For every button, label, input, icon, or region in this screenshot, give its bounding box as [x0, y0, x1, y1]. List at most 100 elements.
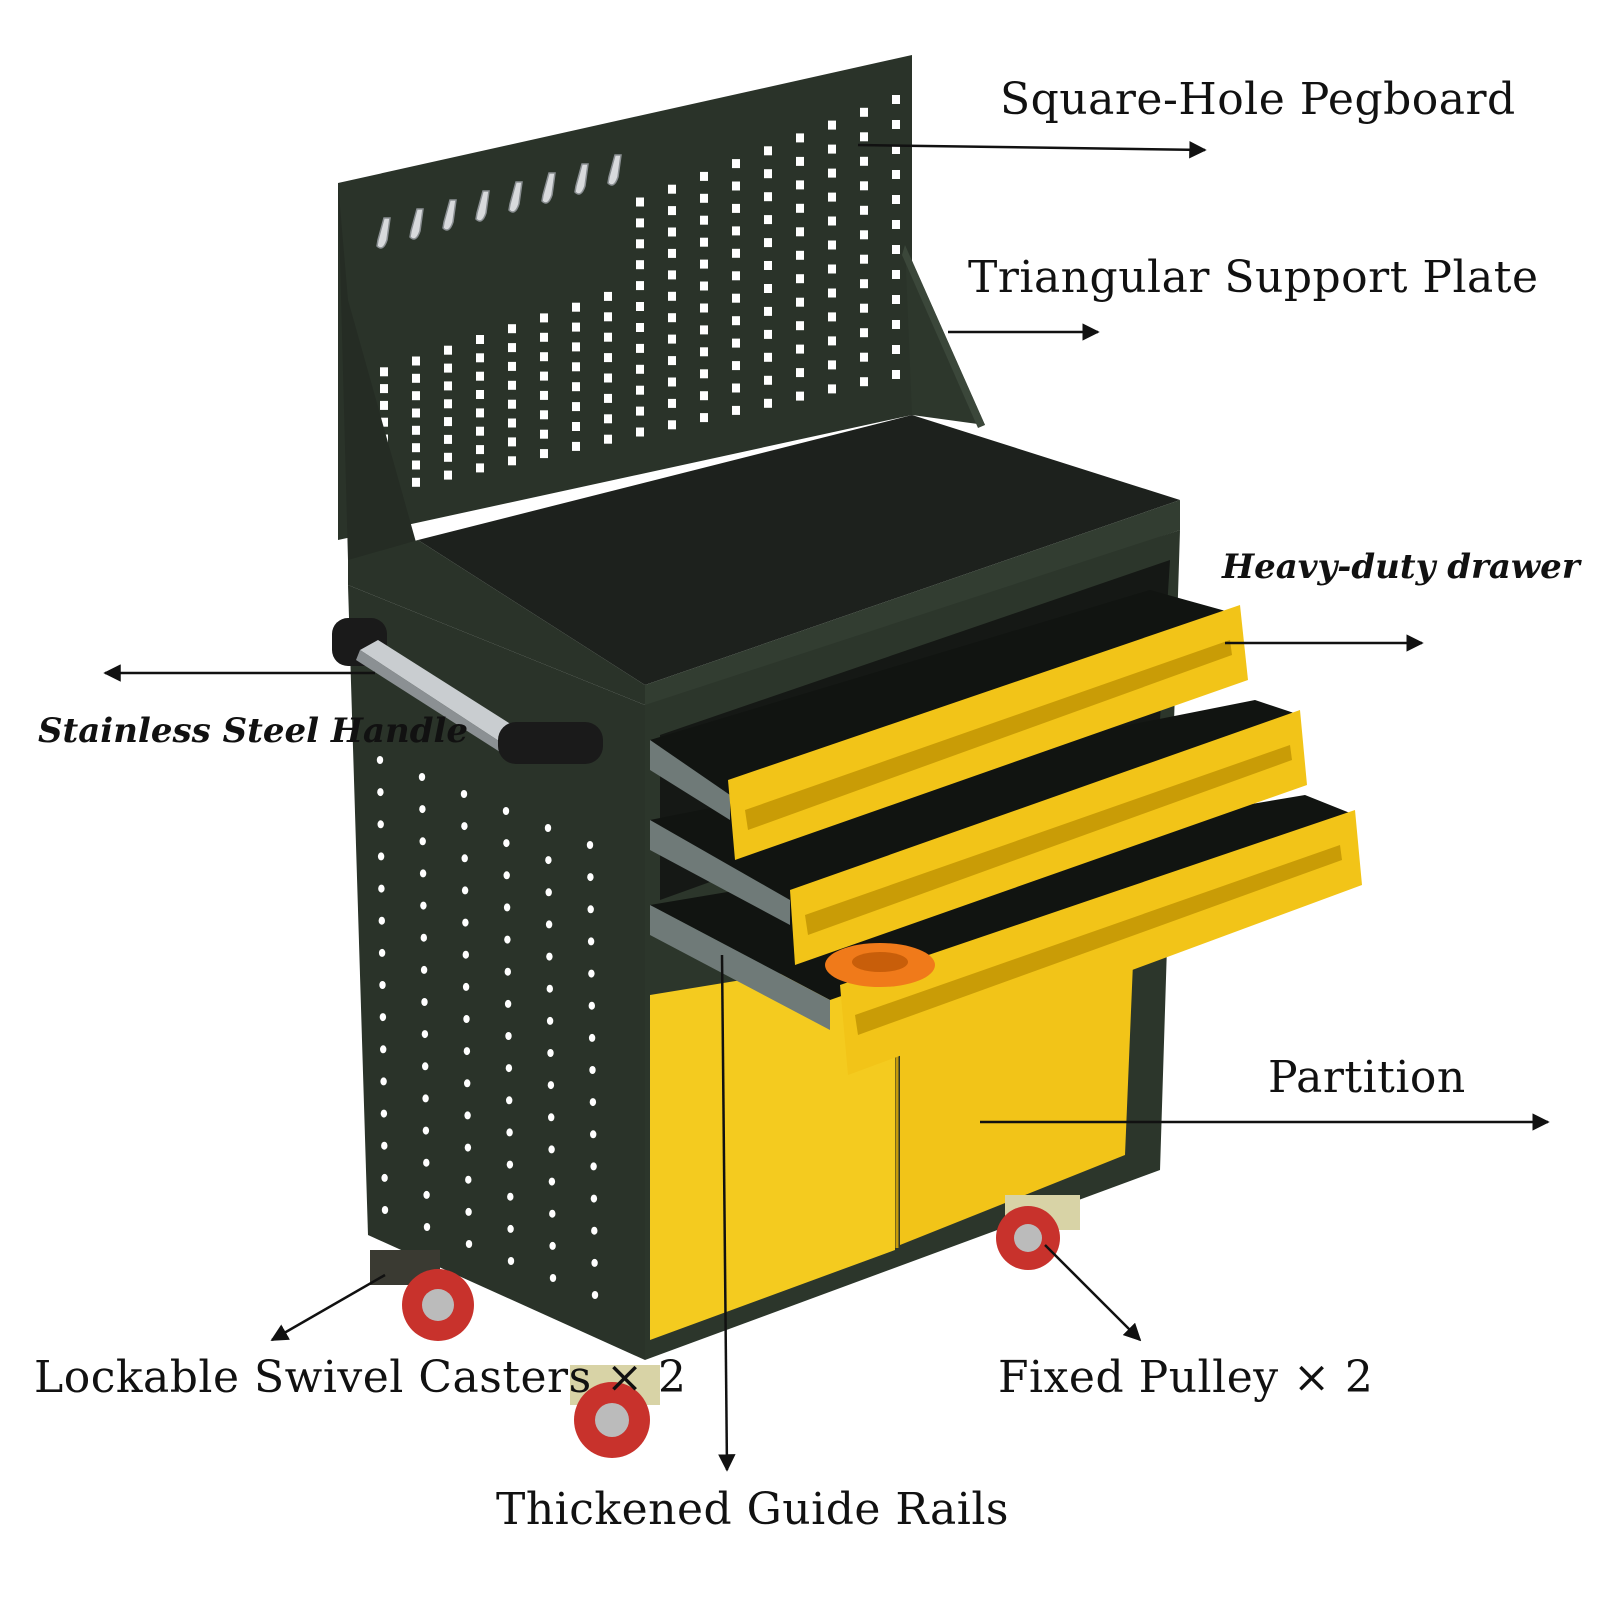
peg-hole	[892, 220, 900, 229]
peg-hole	[732, 271, 740, 281]
side-hole	[545, 920, 553, 929]
side-hole	[504, 967, 511, 976]
peg-hole	[668, 291, 676, 301]
peg-hole	[732, 159, 740, 169]
peg-hole	[508, 361, 516, 371]
peg-hole	[764, 238, 772, 248]
hook	[409, 208, 424, 240]
peg-hole	[540, 449, 548, 459]
side-hole	[504, 935, 511, 944]
hook	[574, 163, 589, 195]
side-hole	[546, 984, 553, 993]
peg-hole	[444, 470, 452, 480]
peg-hole	[572, 302, 580, 312]
peg-hole	[732, 226, 740, 236]
peg-hole	[892, 170, 900, 179]
label-triangular-support-plate: Triangular Support Plate	[968, 252, 1539, 303]
peg-hole	[700, 413, 708, 423]
peg-hole	[572, 322, 580, 332]
peg-hole	[540, 371, 548, 381]
side-hole	[419, 805, 426, 814]
side-hole	[419, 837, 426, 846]
peg-hole	[732, 383, 740, 393]
drawer-1	[650, 590, 1248, 860]
peg-hole	[508, 456, 516, 466]
peg-hole	[796, 156, 804, 166]
peg-hole	[508, 343, 516, 353]
side-hole	[378, 916, 385, 925]
peg-hole	[604, 353, 612, 363]
peg-hole	[412, 477, 420, 487]
peg-hole	[764, 306, 772, 316]
side-hole	[462, 918, 469, 927]
side-hole	[589, 1098, 597, 1107]
peg-hole	[796, 297, 804, 307]
peg-hole	[540, 429, 548, 439]
side-hole	[423, 1190, 430, 1199]
side-hole	[464, 1143, 472, 1152]
side-hole	[422, 1062, 429, 1071]
peg-hole	[444, 417, 452, 427]
peg-hole	[828, 192, 836, 202]
peg-hole	[796, 227, 804, 237]
peg-hole	[412, 443, 420, 453]
peg-hole	[892, 195, 900, 204]
peg-hole	[700, 391, 708, 401]
peg-hole	[572, 382, 580, 392]
side-hole	[465, 1175, 472, 1184]
side-hole	[548, 1113, 555, 1122]
side-hole	[461, 822, 468, 831]
side-hole	[380, 1045, 387, 1054]
label-stainless-steel-handle: Stainless Steel Handle	[38, 711, 469, 751]
peg-hole	[860, 107, 868, 117]
peg-hole	[636, 385, 644, 395]
side-hole	[502, 807, 510, 815]
side-hole	[423, 1158, 430, 1167]
peg-hole	[380, 417, 388, 427]
peg-hole	[668, 420, 676, 430]
label-heavy-duty-drawer: Heavy-duty drawer	[1222, 547, 1580, 587]
peg-hole	[668, 334, 676, 344]
peg-hole	[796, 321, 804, 331]
peg-hole	[764, 146, 772, 156]
label-partition: Partition	[1268, 1052, 1466, 1103]
pegboard-square-holes	[380, 95, 900, 494]
side-hole	[423, 1223, 431, 1231]
peg-hole	[764, 284, 772, 293]
peg-hole	[668, 184, 676, 194]
peg-hole	[444, 434, 452, 444]
peg-hole	[860, 328, 868, 338]
side-hole	[548, 1177, 556, 1186]
side-hole	[463, 1047, 471, 1056]
side-hole	[545, 888, 552, 897]
side-hole	[504, 999, 512, 1008]
side-hole	[507, 1257, 515, 1265]
peg-hole	[764, 329, 772, 339]
peg-hole	[796, 344, 804, 354]
side-hole	[591, 1226, 598, 1235]
side-hole	[591, 1291, 599, 1299]
side-hole	[588, 1033, 596, 1042]
peg-hole	[732, 293, 740, 303]
peg-hole	[540, 332, 548, 342]
peg-hole	[444, 345, 452, 355]
peg-hole	[636, 302, 644, 311]
peg-hole	[700, 369, 708, 379]
side-hole	[379, 1013, 387, 1022]
side-hole	[546, 1016, 554, 1025]
peg-hole	[444, 363, 452, 373]
side-hole	[464, 1079, 471, 1088]
side-hole	[587, 937, 595, 946]
side-hole	[422, 1126, 430, 1135]
pegboard-hooks	[376, 154, 622, 249]
peg-hole	[860, 303, 868, 313]
side-hole	[506, 1096, 513, 1105]
peg-hole	[764, 352, 772, 362]
peg-hole	[444, 381, 452, 391]
peg-hole	[412, 408, 420, 418]
side-hole	[421, 998, 428, 1006]
cabinet-side-panel	[348, 585, 645, 1360]
side-hole	[590, 1130, 597, 1139]
peg-hole	[412, 460, 420, 470]
